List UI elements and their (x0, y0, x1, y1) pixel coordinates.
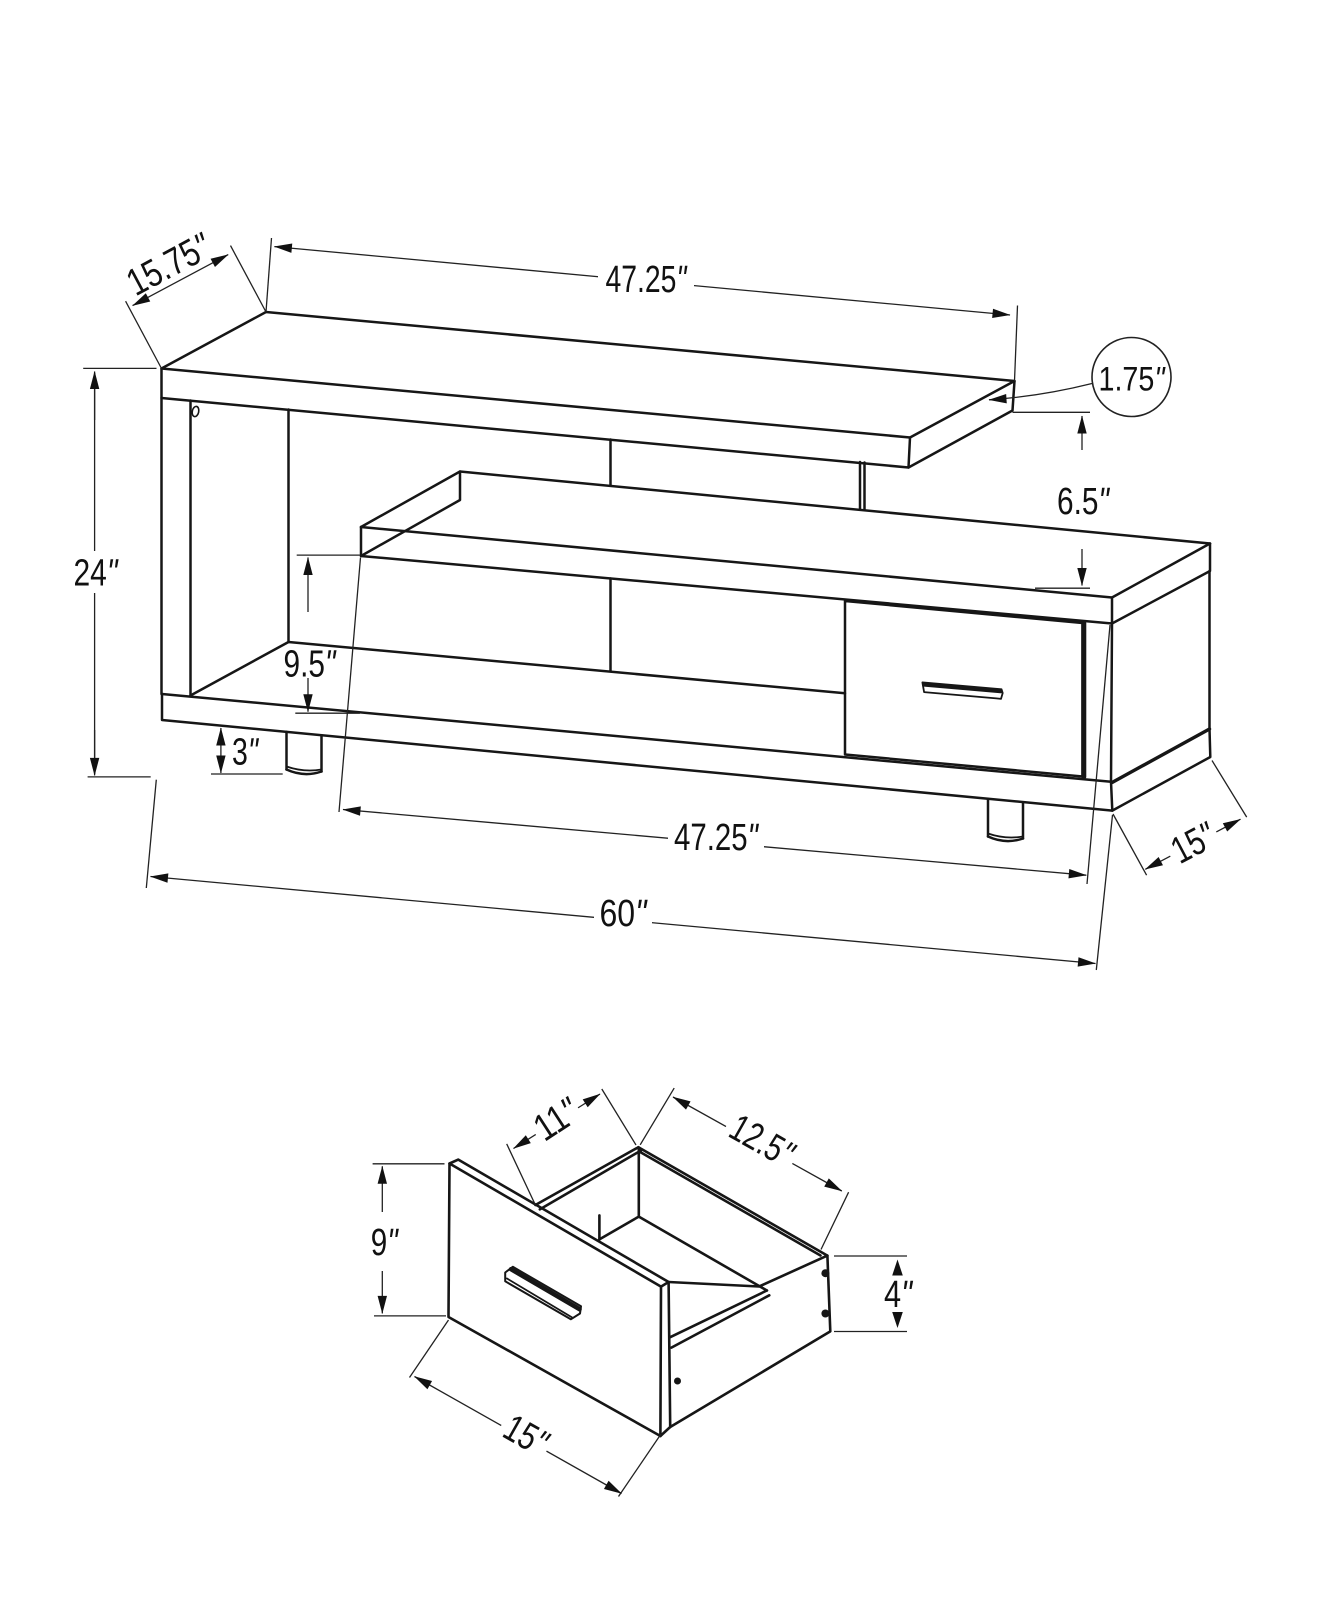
svg-text:60": 60" (600, 893, 648, 935)
svg-text:6.5": 6.5" (1057, 481, 1110, 523)
svg-text:9.5": 9.5" (284, 644, 337, 686)
svg-text:3": 3" (232, 732, 259, 774)
svg-text:15.75": 15.75" (120, 226, 218, 305)
svg-text:47.25": 47.25" (674, 817, 759, 859)
svg-text:9": 9" (371, 1222, 399, 1264)
svg-text:24": 24" (74, 553, 119, 595)
svg-text:4": 4" (884, 1274, 913, 1316)
svg-text:11": 11" (526, 1090, 587, 1150)
svg-text:47.25": 47.25" (606, 259, 688, 301)
svg-text:15": 15" (496, 1407, 555, 1465)
svg-text:15": 15" (1164, 815, 1223, 873)
svg-text:1.75": 1.75" (1099, 361, 1167, 399)
